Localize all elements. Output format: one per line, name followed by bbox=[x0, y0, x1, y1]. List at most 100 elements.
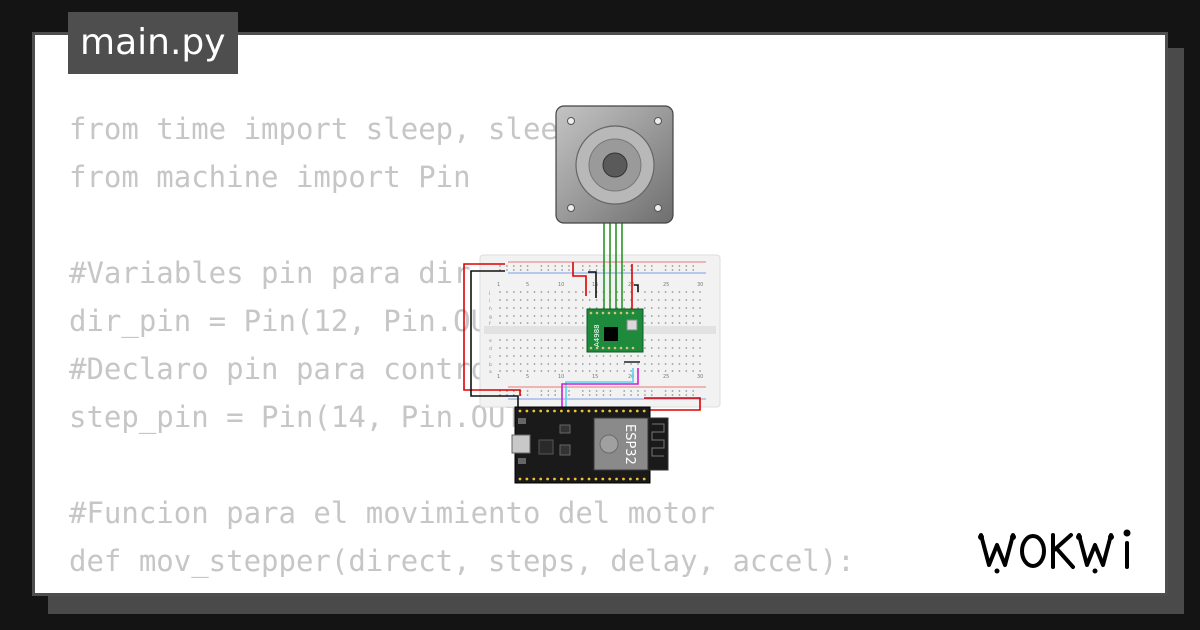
wokwi-logo bbox=[978, 529, 1131, 574]
hole bbox=[547, 269, 550, 271]
bb-col-num: 5 bbox=[526, 282, 529, 288]
hole bbox=[581, 370, 584, 372]
hole bbox=[561, 291, 563, 293]
hole bbox=[699, 363, 701, 365]
hole bbox=[506, 299, 508, 301]
hole bbox=[664, 339, 667, 341]
hole bbox=[678, 390, 681, 392]
hole bbox=[581, 291, 584, 293]
hole bbox=[561, 307, 563, 309]
bb-col-num: 20 bbox=[628, 282, 634, 288]
hole bbox=[540, 347, 543, 349]
hole bbox=[512, 315, 515, 317]
hole bbox=[512, 370, 515, 372]
hole bbox=[685, 315, 688, 317]
hole bbox=[685, 307, 688, 309]
hole bbox=[587, 409, 591, 413]
hole bbox=[568, 307, 570, 309]
hole bbox=[671, 307, 674, 309]
hole bbox=[575, 339, 577, 341]
hole bbox=[699, 339, 701, 341]
hole bbox=[595, 355, 598, 357]
bb-row-letter: d bbox=[489, 346, 492, 352]
hole bbox=[568, 390, 570, 392]
hole bbox=[568, 394, 570, 396]
hole bbox=[512, 291, 515, 293]
hole bbox=[615, 477, 618, 481]
bb-row-letter: f bbox=[489, 321, 491, 327]
hole bbox=[587, 477, 591, 481]
stepper-motor bbox=[555, 105, 674, 224]
hole bbox=[685, 363, 688, 365]
hole bbox=[526, 370, 529, 372]
hole bbox=[540, 291, 543, 293]
hole bbox=[506, 370, 508, 372]
hole bbox=[623, 307, 626, 309]
hole bbox=[609, 370, 612, 372]
hole bbox=[575, 307, 577, 309]
hole bbox=[678, 291, 681, 293]
hole bbox=[664, 390, 667, 392]
bb-row-letter: h bbox=[489, 306, 492, 312]
code-line: #Funcion para el movimiento del motor bbox=[69, 496, 716, 530]
hole bbox=[685, 265, 688, 267]
hole bbox=[609, 390, 612, 392]
bb-row-letter: c bbox=[489, 355, 492, 360]
hole bbox=[533, 299, 536, 301]
hole bbox=[539, 409, 543, 413]
hole bbox=[506, 363, 508, 365]
hole bbox=[623, 299, 626, 301]
bb-col-num: 25 bbox=[663, 282, 669, 288]
bb-col-num: 10 bbox=[558, 282, 564, 288]
hole bbox=[642, 409, 646, 413]
hole bbox=[650, 390, 653, 392]
hole bbox=[553, 477, 556, 481]
hole bbox=[623, 394, 626, 396]
hole bbox=[650, 315, 653, 317]
hole bbox=[581, 339, 584, 341]
hole bbox=[561, 299, 563, 301]
wire-red bbox=[644, 397, 701, 411]
hole bbox=[692, 347, 695, 349]
hole bbox=[685, 390, 688, 392]
hole bbox=[685, 339, 688, 341]
hole bbox=[685, 269, 688, 271]
hole bbox=[602, 390, 605, 392]
hole bbox=[678, 370, 681, 372]
hole bbox=[518, 477, 522, 481]
hole bbox=[671, 315, 674, 317]
hole bbox=[554, 322, 557, 324]
hole bbox=[644, 370, 646, 372]
hole bbox=[650, 355, 653, 357]
hole bbox=[561, 370, 563, 372]
hole bbox=[526, 390, 529, 392]
hole bbox=[519, 370, 522, 372]
hole bbox=[602, 394, 605, 396]
hole bbox=[644, 394, 646, 396]
hole bbox=[581, 307, 584, 309]
hole bbox=[512, 299, 515, 301]
hole bbox=[622, 477, 625, 481]
hole bbox=[644, 347, 646, 349]
hole bbox=[581, 347, 584, 349]
hole bbox=[499, 315, 501, 317]
hole bbox=[637, 394, 639, 396]
hole bbox=[499, 347, 501, 349]
bb-row-letter: e bbox=[489, 339, 492, 344]
hole bbox=[568, 339, 570, 341]
hole bbox=[506, 355, 508, 357]
hole bbox=[650, 291, 653, 293]
hole bbox=[616, 363, 619, 365]
hole bbox=[692, 265, 695, 267]
hole bbox=[629, 409, 632, 413]
bb-row-letter: a bbox=[489, 370, 492, 375]
hole bbox=[692, 363, 695, 365]
file-tab[interactable]: main.py bbox=[68, 12, 238, 74]
hole bbox=[512, 265, 515, 267]
hole bbox=[575, 355, 577, 357]
hole bbox=[630, 363, 632, 365]
hole bbox=[616, 307, 619, 309]
hole bbox=[637, 269, 639, 271]
hole bbox=[519, 307, 522, 309]
hole bbox=[526, 315, 529, 317]
